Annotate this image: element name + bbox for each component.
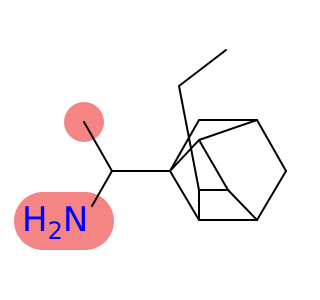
bond-cage-7 [169, 139, 200, 172]
bond-cage-4 [256, 170, 287, 221]
bond-cage-8 [198, 119, 258, 141]
bond-cage-10 [227, 189, 258, 221]
nitrogen-symbol: N [63, 200, 88, 240]
hydrogen-symbol: H [22, 200, 48, 240]
bond-cage-6 [169, 170, 200, 221]
amine-label: H2N [22, 200, 88, 245]
amine-highlight [14, 192, 114, 250]
bond-methyl-ch [83, 121, 113, 172]
bond-ch-amine [91, 170, 113, 207]
bond-cage-3 [256, 119, 287, 172]
bond-cage-9 [198, 139, 229, 191]
molecule-canvas: H2N [14, 49, 287, 250]
hydrogen-subscript: 2 [48, 217, 63, 245]
bond-ethyl-top [178, 49, 227, 87]
structure-diagram: H2N [14, 49, 287, 250]
bond-cage-1 [169, 119, 200, 172]
